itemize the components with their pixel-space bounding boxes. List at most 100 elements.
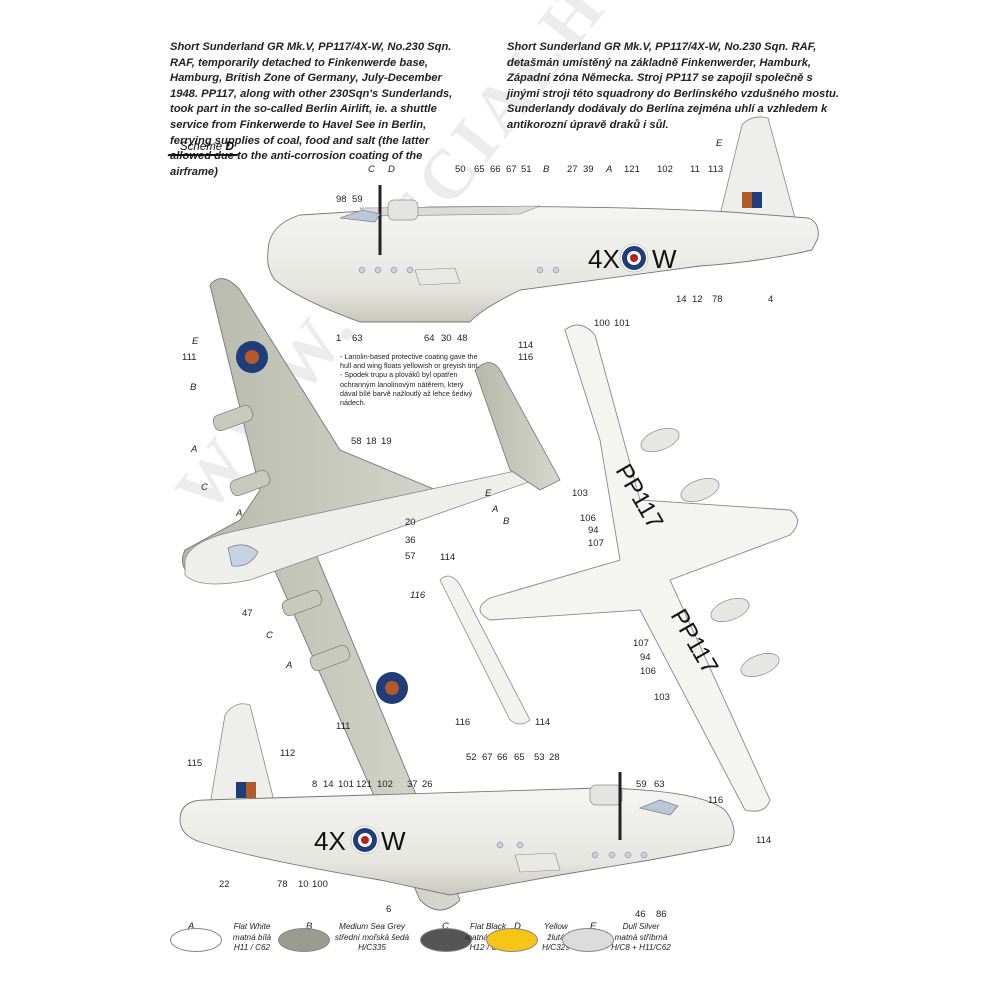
cockpit-top	[339, 209, 381, 223]
callout-top-4: 50	[455, 164, 466, 175]
callout-top-21: 30	[441, 333, 452, 344]
wing-roundel-upper-2	[376, 672, 408, 704]
legend-b: B Medium Sea Grey střední mořská šedá H/…	[278, 921, 458, 982]
callout-bot-23: 86	[656, 909, 667, 920]
plan-view-upper	[181, 278, 561, 911]
callout-top-0: C	[368, 164, 375, 175]
callout-bot-0: 115	[187, 758, 202, 769]
callout-top-9: B	[543, 164, 550, 175]
description-czech: Short Sunderland GR Mk.V, PP117/4X-W, No…	[507, 41, 839, 131]
callout-tail-2: B	[503, 516, 510, 527]
legend-a-letter: A	[188, 921, 195, 932]
fuselage-roundel-bottom	[350, 825, 380, 855]
callout-top-10: 27	[567, 164, 578, 175]
callout-top-14: 102	[657, 164, 673, 175]
legend-d-swatch	[486, 928, 538, 952]
callout-top-11: 39	[583, 164, 594, 175]
legend-d-cz: žlutá	[547, 932, 565, 942]
callout-bot-4: 101	[338, 779, 354, 790]
wing-upper	[181, 278, 462, 911]
fin-flash-blue-bottom	[236, 782, 246, 798]
scheme-label: Scheme D	[180, 139, 234, 153]
callout-top-25: 14	[676, 294, 687, 305]
legend-e-en: Dull Silver	[622, 922, 660, 931]
callout-under-2: 103	[572, 488, 588, 499]
callout-top-22: 48	[457, 333, 468, 344]
callout-bot-22: 46	[635, 909, 646, 920]
legend-b-cz: střední mořská šedá	[334, 932, 410, 942]
callout-bot-6: 102	[377, 779, 393, 790]
callout-under-14: 116	[708, 795, 723, 806]
callout-wing-14: A	[285, 660, 292, 671]
callout-under-13: 114	[535, 717, 550, 728]
legend-a-swatch	[170, 928, 222, 952]
callout-under-7: 116	[410, 590, 426, 601]
tailplane-lower	[439, 575, 531, 725]
callout-top-20: 64	[424, 333, 435, 344]
callout-bot-10: 67	[482, 752, 493, 763]
fuselage-top	[267, 206, 819, 323]
callout-wing-12: 47	[242, 608, 253, 619]
scheme-prefix: Scheme	[180, 141, 223, 153]
callout-wing-9: 20	[405, 517, 416, 528]
callout-tail-1: A	[491, 504, 498, 515]
callout-under-8: 107	[633, 638, 649, 649]
fuselage-bottom	[179, 787, 735, 896]
callouts-tail-plan: E A B	[485, 488, 510, 527]
legend-d: D Yellow žlutá H/C329	[486, 921, 694, 982]
engine-nacelle-bottom	[589, 784, 623, 806]
callout-bot-7: 37	[407, 779, 418, 790]
callout-under-3: 106	[580, 513, 596, 524]
callout-wing-4: C	[201, 482, 208, 493]
callout-top-24: 101	[614, 318, 630, 329]
legend-a-cz: matná bílá	[232, 932, 272, 942]
engines-upper	[212, 404, 351, 672]
legend-e-swatch	[562, 928, 614, 952]
callout-under-15: 114	[756, 835, 771, 846]
callout-bot-13: 53	[534, 752, 545, 763]
callout-bot-14: 28	[549, 752, 560, 763]
callout-wing-10: 36	[405, 535, 416, 546]
legend-c-code: H12 / C33	[469, 943, 507, 952]
callout-top-3: 59	[352, 194, 363, 205]
callout-top-16: 113	[708, 164, 723, 175]
callout-bot-16: 63	[654, 779, 665, 790]
callout-top-15: 11	[690, 164, 700, 175]
callout-under-5: 107	[588, 538, 604, 549]
legend-b-text: Medium Sea Grey střední mořská šedá H/C3…	[331, 922, 413, 954]
callout-bot-20: 100	[312, 879, 328, 890]
legend-a-code: H11 / C62	[233, 943, 271, 952]
callout-top-12: A	[605, 164, 612, 175]
legend-e-cz: matná stříbrná	[614, 932, 668, 942]
callout-bot-17: 22	[219, 879, 230, 890]
callout-bot-19: 10	[298, 879, 309, 890]
legend-c-swatch	[420, 928, 472, 952]
wing-float-bottom	[514, 852, 561, 873]
side-view-bottom: 4X W	[179, 703, 735, 896]
tail-fin-top	[719, 116, 796, 219]
callout-wing-7: 18	[366, 436, 377, 447]
legend-b-en: Medium Sea Grey	[339, 922, 405, 931]
callout-under-12: 116	[455, 717, 470, 728]
callout-top-26: 12	[692, 294, 703, 305]
callout-wing-0: E	[192, 336, 199, 347]
callout-top-5: 65	[474, 164, 485, 175]
wing-lower	[479, 324, 798, 812]
callout-top-23: 100	[594, 318, 610, 329]
callouts-top-side: C D 98 59 50 65 66 67 51 B 27 39 A 121 1…	[336, 138, 773, 344]
legend-e: E Dull Silver matná stříbrná H/C8 + H11/…	[562, 921, 774, 982]
tail-fin-bottom	[209, 703, 276, 806]
legend-d-letter: D	[514, 921, 521, 932]
callout-wing-8: 19	[381, 436, 392, 447]
legend-e-code: H/C8 + H11/C62	[611, 943, 671, 952]
callout-under-1: 116	[518, 352, 533, 363]
callout-wing-3: A	[190, 444, 197, 455]
callout-under-4: 94	[588, 525, 599, 536]
wing-float-top	[414, 267, 461, 286]
legend-d-code: H/C329	[542, 943, 570, 952]
callout-top-13: 121	[624, 164, 640, 175]
callout-under-10: 106	[640, 666, 656, 677]
legend-d-en: Yellow	[544, 922, 568, 931]
callout-bot-21: 6	[386, 904, 391, 915]
callout-wing-11: 57	[405, 551, 416, 562]
